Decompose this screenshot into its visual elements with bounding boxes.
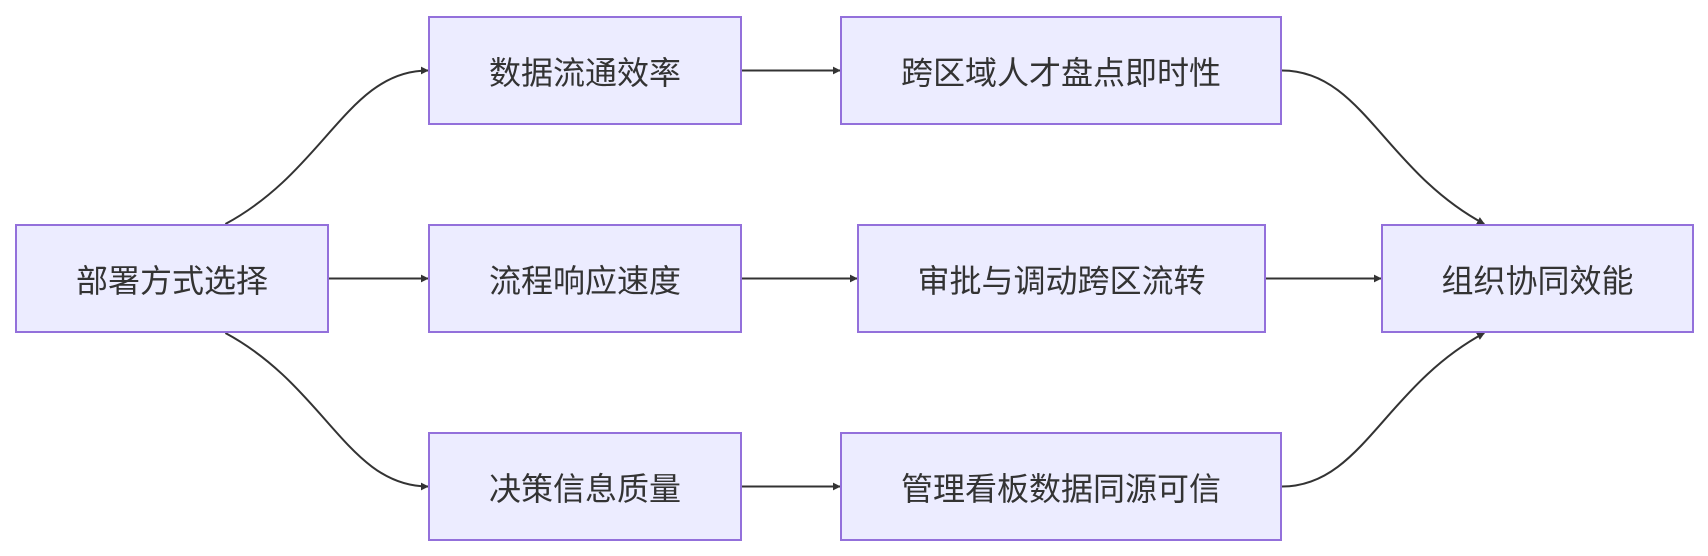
node-process-response-speed: 流程响应速度	[428, 224, 742, 333]
node-talent-inventory-timeliness: 跨区域人才盘点即时性	[840, 16, 1282, 125]
node-label: 跨区域人才盘点即时性	[900, 53, 1221, 92]
node-label: 部署方式选择	[75, 261, 268, 300]
node-dashboard-data-trust: 管理看板数据同源可信	[840, 432, 1282, 541]
edge-deployment-to-data_flow	[224, 66, 429, 225]
node-label: 流程响应速度	[488, 261, 681, 300]
edge-talent_inventory-to-org_synergy	[1281, 69, 1485, 225]
node-data-flow-efficiency: 数据流通效率	[428, 16, 742, 125]
node-label: 审批与调动跨区流转	[917, 261, 1206, 300]
node-deployment-method: 部署方式选择	[15, 224, 329, 333]
node-label: 数据流通效率	[488, 53, 681, 92]
edge-dashboard_trust-to-org_synergy	[1281, 332, 1485, 488]
edge-deployment-to-decision_quality	[224, 332, 429, 491]
node-org-synergy-efficiency: 组织协同效能	[1381, 224, 1694, 333]
node-approval-transfer-flow: 审批与调动跨区流转	[857, 224, 1266, 333]
node-decision-info-quality: 决策信息质量	[428, 432, 742, 541]
node-label: 决策信息质量	[488, 469, 681, 508]
node-label: 组织协同效能	[1441, 261, 1634, 300]
node-label: 管理看板数据同源可信	[900, 469, 1221, 508]
